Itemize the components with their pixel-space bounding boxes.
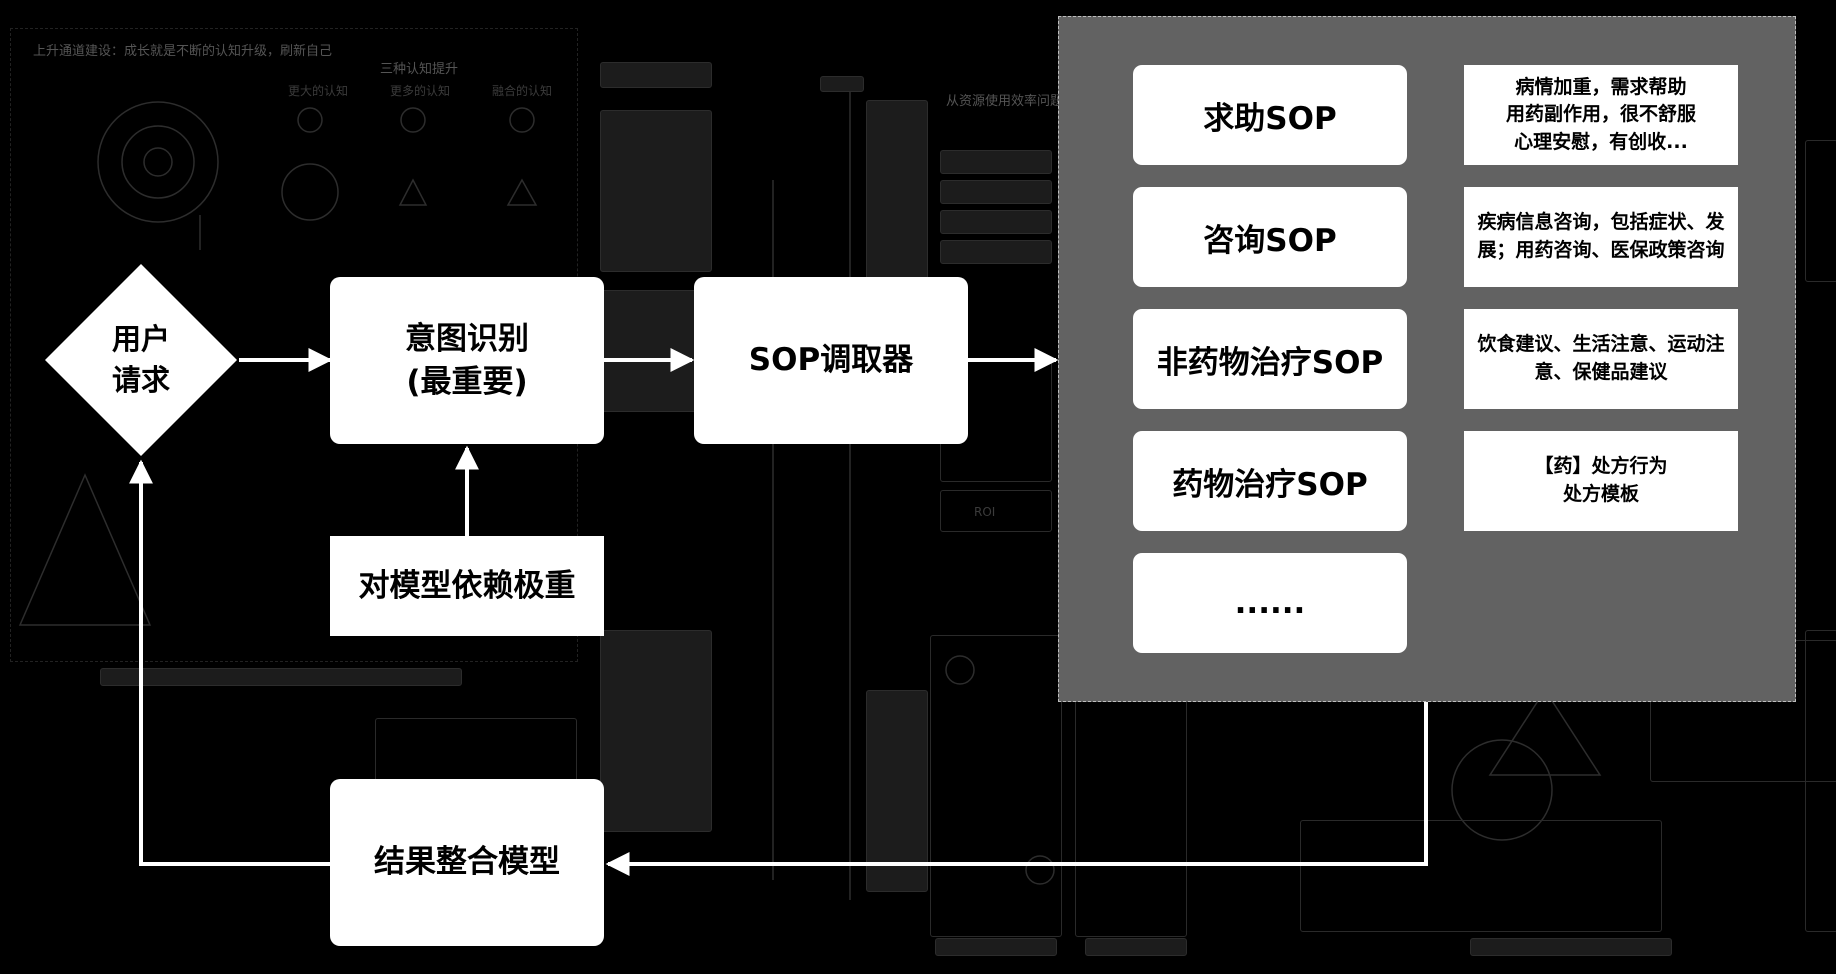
- sop-non-drug: 非药物治疗SOP: [1133, 309, 1407, 409]
- arrow-panel-to-integration: [605, 702, 1428, 876]
- sop-retriever-label: SOP调取器: [748, 342, 914, 379]
- sop-help: 求助SOP: [1133, 65, 1407, 165]
- sop-help-label: 求助SOP: [1203, 100, 1337, 137]
- sop-more-label: ......: [1234, 585, 1306, 621]
- intent-recognition-label: 意图识别 (最重要): [405, 320, 529, 400]
- sop-consult-description: 疾病信息咨询，包括症状、发展；用药咨询、医保政策咨询: [1464, 187, 1738, 287]
- user-request-label: 用户 请求: [111, 322, 170, 397]
- sop-non-drug-label: 非药物治疗SOP: [1156, 344, 1384, 381]
- sop-drug-label: 药物治疗SOP: [1172, 466, 1368, 503]
- sop-drug-description: 【药】处方行为 处方模板: [1464, 431, 1738, 531]
- intent-recognition-node: 意图识别 (最重要): [330, 277, 604, 444]
- model-dependency-node: 对模型依赖极重: [330, 536, 604, 636]
- model-dependency-label: 对模型依赖极重: [358, 567, 576, 604]
- sop-consult: 咨询SOP: [1133, 187, 1407, 287]
- sop-retriever-node: SOP调取器: [694, 277, 968, 444]
- sop-drug: 药物治疗SOP: [1133, 431, 1407, 531]
- user-request-node: 用户 请求: [43, 262, 239, 458]
- sop-non-drug-description: 饮食建议、生活注意、运动注意、保健品建议: [1464, 309, 1738, 409]
- sop-help-description: 病情加重，需求帮助 用药副作用，很不舒服 心理安慰，有创收...: [1464, 65, 1738, 165]
- sop-consult-label: 咨询SOP: [1203, 222, 1337, 259]
- result-integration-node: 结果整合模型: [330, 779, 604, 946]
- result-integration-label: 结果整合模型: [374, 844, 560, 881]
- arrow-integration-to-request: [129, 459, 330, 866]
- sop-more: ......: [1133, 553, 1407, 653]
- diamond-shape: [45, 264, 237, 456]
